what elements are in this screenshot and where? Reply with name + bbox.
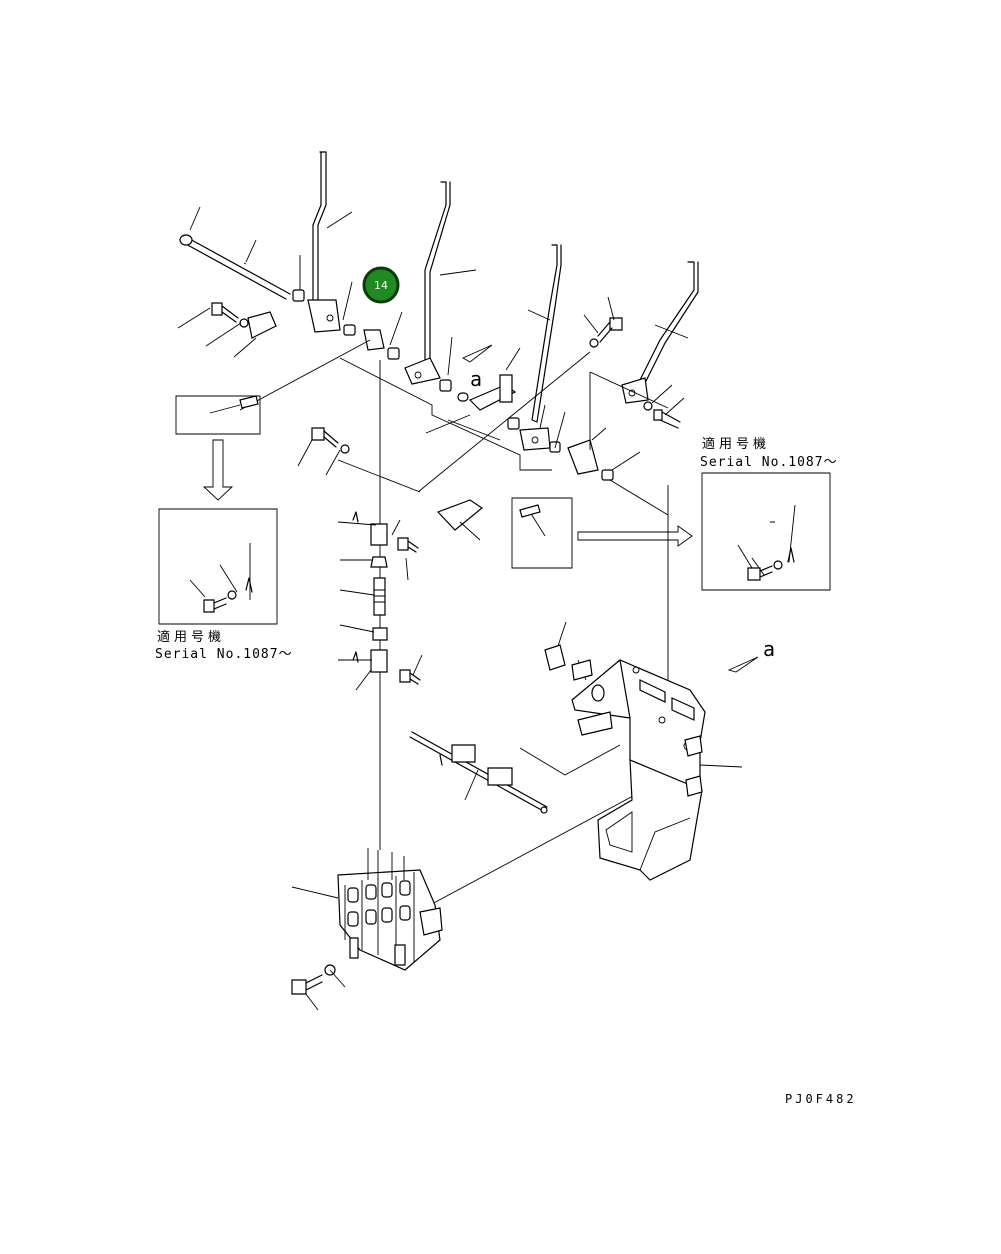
serial-label-right: Serial No.1087～ <box>700 455 838 470</box>
view-marker-upper: a <box>462 344 493 391</box>
bushings <box>292 289 614 481</box>
down-arrow <box>202 439 234 501</box>
bolts <box>211 302 681 995</box>
linkage-stack <box>352 511 388 673</box>
applicability-label-right: 適用号機 <box>702 436 770 452</box>
mounting-bracket <box>544 644 706 881</box>
view-marker-lower-label: a <box>763 637 775 661</box>
control-rod <box>409 731 548 814</box>
callout-badge-14-label[interactable]: 14 <box>374 279 388 292</box>
serial-label-left: Serial No.1087～ <box>155 647 293 662</box>
lever-3 <box>519 244 562 451</box>
detail-box-middle <box>511 497 573 569</box>
control-valve <box>337 848 443 971</box>
view-marker-lower: a <box>727 637 775 673</box>
detail-box-right <box>701 472 831 591</box>
drawing-code: PJ0F482 <box>785 1092 857 1106</box>
lever-4 <box>621 261 699 404</box>
callout-badge-14-circle[interactable] <box>362 266 400 304</box>
callout-badge-14[interactable]: 14 <box>362 266 400 304</box>
applicability-label-left: 適用号機 <box>157 629 225 645</box>
leader-lines <box>177 206 796 1011</box>
view-marker-upper-label: a <box>470 367 482 391</box>
shaft <box>179 234 291 300</box>
lever-1 <box>307 151 341 333</box>
detail-box-left <box>158 508 278 625</box>
detail-box-left-top <box>175 395 261 435</box>
link-plates <box>247 311 599 531</box>
right-arrow <box>577 525 693 547</box>
lever-2 <box>404 181 451 385</box>
